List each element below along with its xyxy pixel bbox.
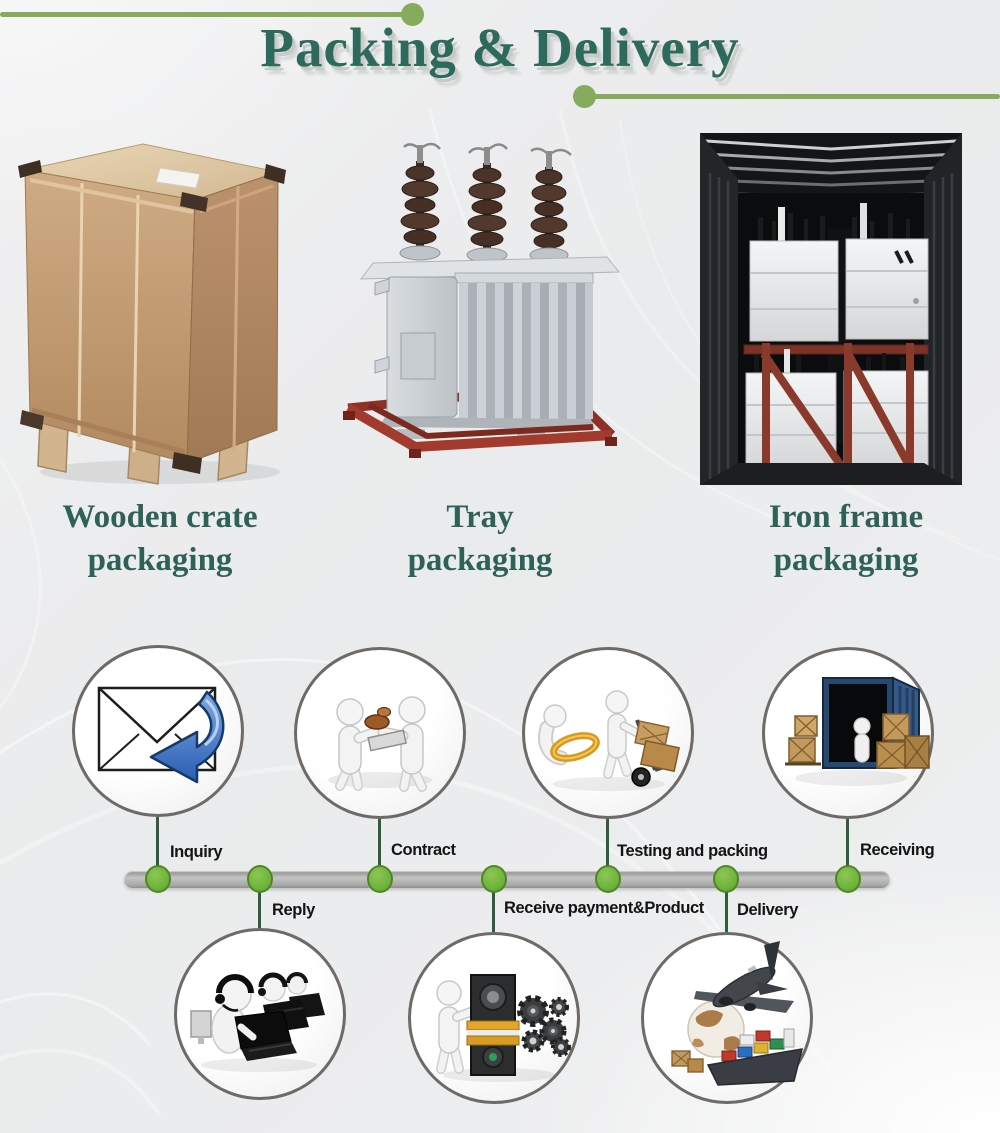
container-iron-frame-photo bbox=[700, 133, 962, 485]
timeline-dot-reply bbox=[247, 865, 273, 893]
container-receiving-icon bbox=[785, 676, 930, 786]
connector-payment bbox=[492, 888, 495, 932]
wooden-crate-photo bbox=[10, 142, 295, 487]
title-top-dot bbox=[401, 3, 424, 26]
label-line: packaging bbox=[87, 542, 233, 578]
circle-delivery bbox=[641, 932, 813, 1104]
timeline-dot-delivery bbox=[713, 865, 739, 893]
timeline-dot-inquiry bbox=[145, 865, 171, 893]
envelope-reply-icon bbox=[97, 686, 225, 784]
connector-receiving bbox=[846, 819, 849, 871]
label-wooden-crate-packaging: Wooden crate packaging bbox=[10, 496, 310, 582]
circle-inquiry bbox=[72, 645, 244, 817]
connector-testing bbox=[606, 819, 609, 871]
step-label-inquiry: Inquiry bbox=[170, 843, 223, 861]
step-label-delivery: Delivery bbox=[737, 901, 799, 919]
contract-signing-icon bbox=[328, 696, 432, 792]
step-label-contract: Contract bbox=[391, 841, 456, 859]
label-line: Wooden crate bbox=[62, 499, 258, 535]
connector-reply bbox=[258, 888, 261, 928]
tray-transformer-photo bbox=[335, 133, 645, 458]
customer-support-icon bbox=[190, 972, 325, 1072]
step-label-reply: Reply bbox=[272, 901, 315, 919]
timeline-dot-testing bbox=[595, 865, 621, 893]
timeline-dot-contract bbox=[367, 865, 393, 893]
title-bottom-line bbox=[591, 94, 1000, 99]
step-label-receiving: Receiving bbox=[860, 841, 935, 859]
transformer-bushings bbox=[399, 142, 572, 263]
air-sea-delivery-icon bbox=[671, 941, 804, 1086]
circle-receiving bbox=[762, 647, 934, 819]
connector-contract bbox=[378, 819, 381, 871]
step-label-payment: Receive payment&Product bbox=[504, 899, 704, 917]
connector-inquiry bbox=[156, 817, 159, 871]
title-top-line bbox=[0, 12, 404, 17]
label-tray-packaging: Tray packaging bbox=[350, 496, 610, 582]
circle-testing-packing bbox=[522, 647, 694, 819]
testing-packing-icon bbox=[538, 690, 681, 791]
circle-payment-product bbox=[408, 932, 580, 1104]
payment-production-icon bbox=[436, 974, 571, 1082]
circle-reply bbox=[174, 928, 346, 1100]
page-title: Packing & Delivery bbox=[260, 17, 740, 78]
label-line: packaging bbox=[773, 542, 919, 578]
label-line: Iron frame bbox=[768, 499, 924, 535]
label-line: Tray bbox=[446, 499, 514, 535]
label-line: packaging bbox=[407, 542, 553, 578]
timeline-dot-payment bbox=[481, 865, 507, 893]
circle-contract bbox=[294, 647, 466, 819]
process-timeline-bar bbox=[124, 871, 890, 888]
timeline-dot-receiving bbox=[835, 865, 861, 893]
title-bottom-dot bbox=[573, 85, 596, 108]
label-iron-frame-packaging: Iron frame packaging bbox=[700, 496, 992, 582]
connector-delivery bbox=[725, 888, 728, 932]
step-label-testing: Testing and packing bbox=[617, 842, 768, 860]
